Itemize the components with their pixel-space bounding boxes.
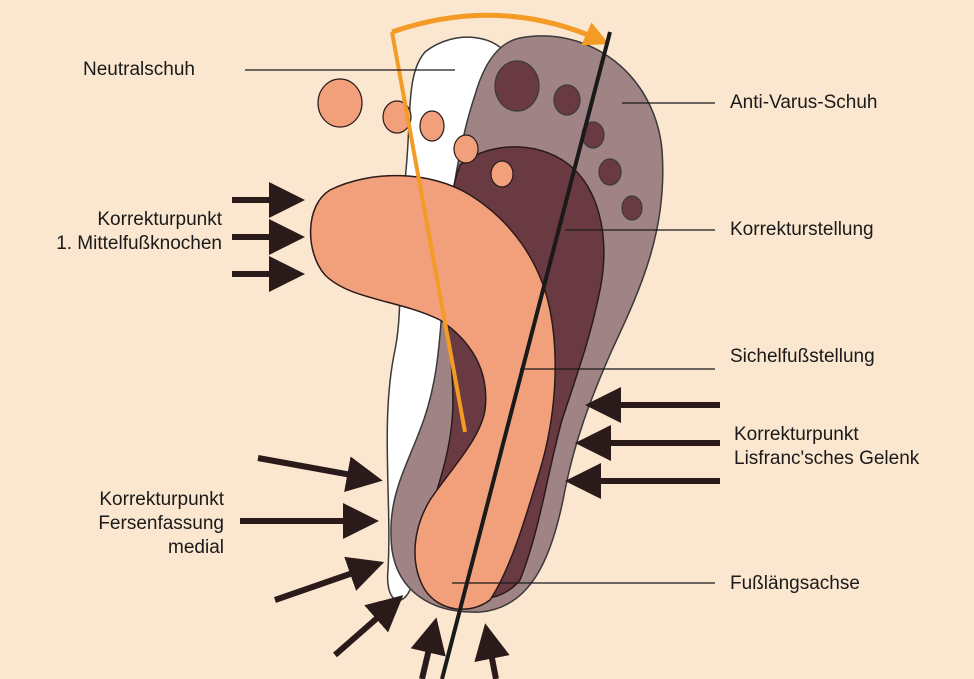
label-korrekturpunkt-ferse: Korrekturpunkt Fersenfassung medial [0,488,224,560]
label-korrekturpunkt-lisfranc: Korrekturpunkt Lisfranc'sches Gelenk [734,423,919,471]
label-lisfranc-line2: Lisfranc'sches Gelenk [734,447,919,471]
label-fusslaengsachse: Fußlängsachse [730,572,860,596]
label-anti-varus-schuh: Anti-Varus-Schuh [730,91,878,115]
label-mittelfuss-line2: 1. Mittelfußknochen [0,232,222,256]
rotation-arc-arrow [392,15,600,40]
label-neutralschuh: Neutralschuh [83,58,195,82]
label-sichelfussstellung: Sichelfußstellung [730,345,875,369]
arrows-lisfranc [580,405,720,481]
label-mittelfuss-line1: Korrekturpunkt [0,208,222,232]
label-ferse-line1: Korrekturpunkt [0,488,224,512]
label-korrekturpunkt-mittelfuss: Korrekturpunkt 1. Mittelfußknochen [0,208,222,256]
label-ferse-line3: medial [0,536,224,560]
label-ferse-line2: Fersenfassung [0,512,224,536]
arrows-mittelfuss [232,200,290,274]
label-lisfranc-line1: Korrekturpunkt [734,423,919,447]
label-korrekturstellung: Korrekturstellung [730,218,874,242]
